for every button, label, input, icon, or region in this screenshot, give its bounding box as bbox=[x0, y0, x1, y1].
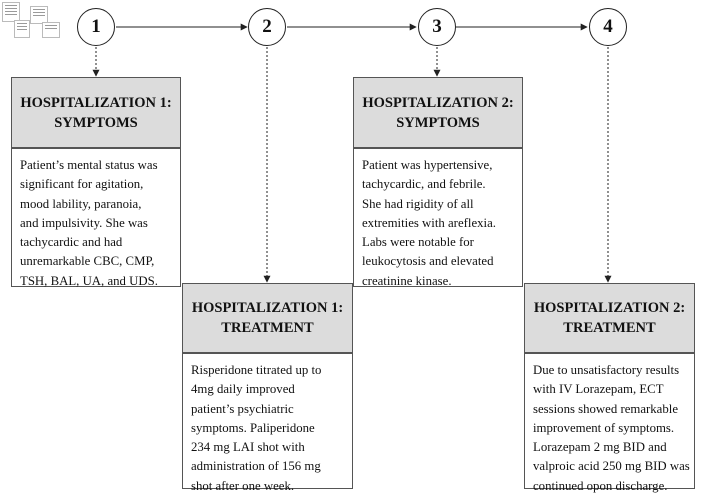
thumbnail-preview bbox=[0, 0, 62, 40]
header-line: HOSPITALIZATION 2: bbox=[362, 94, 514, 111]
body-line: creatinine kinase. bbox=[362, 273, 452, 288]
body-line: Patient’s mental status was bbox=[20, 158, 158, 172]
h2-symptoms-header: HOSPITALIZATION 2: SYMPTOMS bbox=[353, 77, 523, 148]
step-circle-2: 2 bbox=[248, 8, 286, 46]
body-line: 234 mg LAI shot with bbox=[191, 440, 305, 455]
header-line: HOSPITALIZATION 2: bbox=[533, 300, 686, 316]
body-line: sessions showed remarkable bbox=[533, 401, 678, 416]
step-circle-4: 4 bbox=[589, 8, 627, 46]
body-line: leukocytosis and elevated bbox=[362, 254, 494, 269]
body-line: She had rigidity of all bbox=[362, 196, 474, 211]
h2-symptoms-body: Patient was hypertensive, tachycardic, a… bbox=[353, 148, 523, 288]
h2-treatment-body: Due to unsatisfactory results with IV Lo… bbox=[524, 353, 695, 493]
h2-treatment-header: HOSPITALIZATION 2: TREATMENT bbox=[524, 283, 695, 353]
body-line: extremities with areflexia. bbox=[362, 215, 496, 230]
body-line: TSH, BAL, UA, and UDS. bbox=[20, 273, 158, 288]
h1-treatment-header: HOSPITALIZATION 1: TREATMENT bbox=[182, 283, 353, 353]
body-line: patient’s psychiatric bbox=[191, 401, 294, 416]
h1-symptoms-header: HOSPITALIZATION 1: SYMPTOMS bbox=[11, 77, 181, 148]
header-line: HOSPITALIZATION 1: bbox=[191, 300, 344, 316]
body-line: Risperidone titrated up to bbox=[191, 363, 322, 377]
body-line: and impulsivity. She was bbox=[20, 215, 148, 230]
body-line: improvement of symptoms. bbox=[533, 420, 675, 435]
body-line: administration of 156 mg bbox=[191, 459, 321, 474]
header-line: TREATMENT bbox=[221, 320, 314, 336]
body-line: significant for agitation, bbox=[20, 177, 144, 192]
body-line: mood lability, paranoia, bbox=[20, 196, 142, 211]
body-line: Lorazepam 2 mg BID and bbox=[533, 440, 667, 455]
body-line: with IV Lorazepam, ECT bbox=[533, 382, 664, 397]
body-line: continued opon discharge. bbox=[533, 478, 668, 493]
body-line: Patient was hypertensive, bbox=[362, 158, 493, 172]
h1-treatment-body: Risperidone titrated up to 4mg daily imp… bbox=[182, 353, 353, 493]
header-line: SYMPTOMS bbox=[54, 114, 138, 131]
header-line: TREATMENT bbox=[563, 320, 656, 336]
body-line: valproic acid 250 mg BID was bbox=[533, 459, 690, 474]
step-circle-3: 3 bbox=[418, 8, 456, 46]
body-line: 4mg daily improved bbox=[191, 382, 295, 397]
h1-symptoms-body: Patient’s mental status was significant … bbox=[11, 148, 181, 288]
body-line: tachycardic, and febrile. bbox=[362, 177, 486, 192]
body-line: unremarkable CBC, CMP, bbox=[20, 254, 155, 269]
body-line: Labs were notable for bbox=[362, 235, 474, 250]
header-line: HOSPITALIZATION 1: bbox=[20, 94, 172, 111]
body-line: shot after one week. bbox=[191, 478, 295, 493]
body-line: Due to unsatisfactory results bbox=[533, 363, 680, 377]
step-circle-1: 1 bbox=[77, 8, 115, 46]
header-line: SYMPTOMS bbox=[396, 114, 480, 131]
body-line: tachycardic and had bbox=[20, 235, 123, 250]
body-line: symptoms. Paliperidone bbox=[191, 420, 315, 435]
